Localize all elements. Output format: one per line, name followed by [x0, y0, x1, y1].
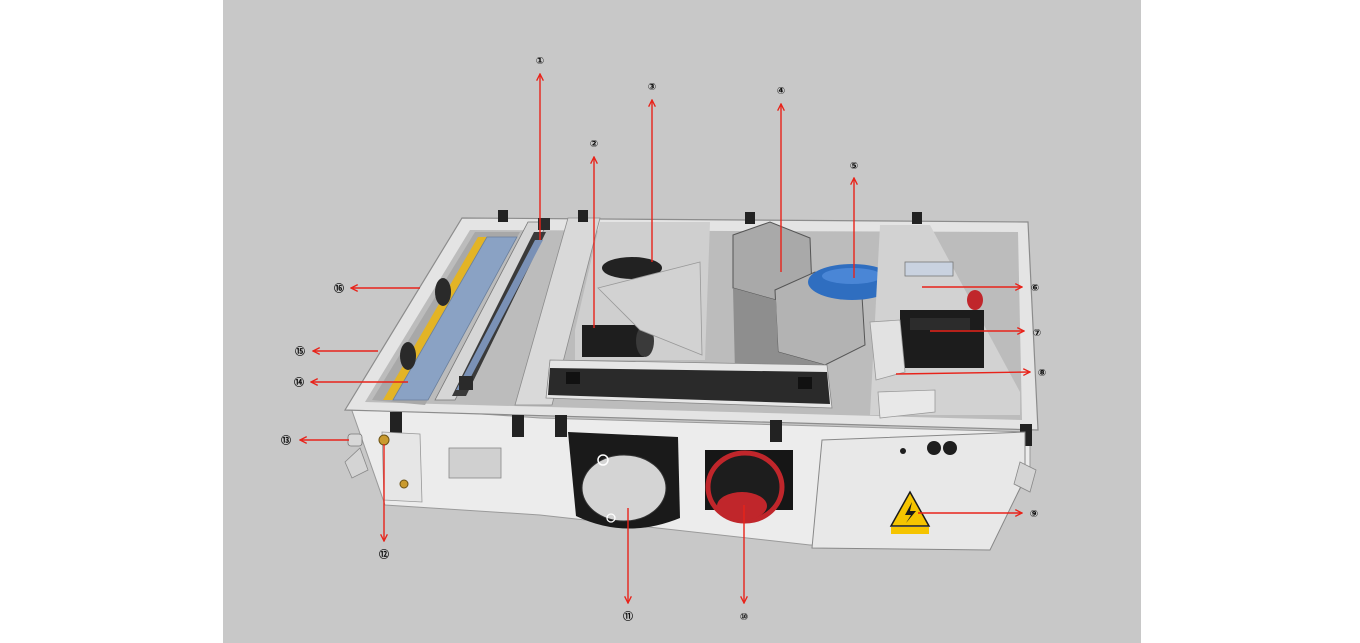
upper-duct-ring — [602, 257, 662, 279]
duct-collar-opening — [581, 454, 667, 522]
brass-fitting — [399, 479, 409, 489]
recycle-icon — [597, 454, 609, 466]
callout-label-14: ⑭ — [294, 376, 304, 389]
drain-port — [347, 433, 363, 447]
front-ledge-dark — [548, 368, 830, 404]
nameplate — [448, 447, 502, 479]
indicator-panel — [904, 261, 954, 277]
filter-clip-top — [538, 218, 550, 230]
callout-arrow-8 — [895, 372, 1030, 374]
electrical-box — [811, 431, 1026, 551]
callout-label-11: ⑪ — [623, 610, 633, 623]
callout-label-2: ② — [590, 139, 598, 150]
callout-labels: ① ② ③ ④ ⑤ ⑥ ⑦ ⑧ ⑨ ⑩ ⑪ ⑫ ⑬ ⑭ ⑮ ⑯ — [281, 56, 1046, 623]
side-port — [435, 278, 451, 306]
mount-clip — [912, 212, 922, 224]
high-voltage-warning-icon — [889, 490, 931, 534]
module-bracket — [877, 389, 936, 419]
mount-clip — [578, 210, 588, 222]
duct-collar-red-inner — [717, 492, 767, 520]
ledge-clip — [798, 377, 812, 389]
callout-label-16: ⑯ — [334, 282, 344, 295]
filter-clip — [459, 376, 473, 390]
deflector-plate — [597, 261, 703, 356]
mount-clip — [745, 212, 755, 224]
filter-strip-blue — [456, 240, 543, 390]
callout-label-5: ⑤ — [850, 161, 858, 172]
mount-foot — [344, 447, 369, 479]
callout-label-8: ⑧ — [1038, 368, 1046, 379]
callout-label-10: ⑩ — [740, 612, 748, 623]
mount-clip — [390, 412, 402, 434]
callout-arrows — [300, 74, 1030, 603]
control-module-top — [910, 318, 970, 330]
recycle-icon — [606, 513, 616, 523]
fan-hub — [822, 268, 882, 284]
callout-label-15: ⑮ — [295, 345, 305, 358]
callout-label-13: ⑬ — [281, 434, 291, 447]
ledge-clip — [566, 372, 580, 384]
callout-label-7: ⑦ — [1033, 328, 1041, 339]
cable-gland — [943, 441, 957, 455]
callout-label-9: ⑨ — [1030, 509, 1038, 520]
mount-foot — [1013, 461, 1037, 493]
callout-label-1: ① — [536, 56, 544, 67]
callout-label-3: ③ — [648, 82, 656, 93]
heat-exchanger-base — [733, 288, 826, 372]
mount-clip — [555, 415, 567, 437]
mount-clip — [512, 415, 524, 437]
cable-gland — [927, 441, 941, 455]
right-port — [967, 290, 983, 310]
ventilation-unit — [343, 210, 1039, 551]
lower-duct — [582, 325, 644, 357]
mount-clip — [498, 210, 508, 222]
mount-clip — [770, 420, 782, 442]
brass-fitting — [378, 434, 390, 446]
callout-label-12: ⑫ — [379, 548, 389, 561]
callout-label-6: ⑥ — [1031, 283, 1039, 294]
module-mount — [869, 319, 906, 381]
divider-wall — [514, 217, 601, 406]
callout-label-4: ④ — [777, 86, 785, 97]
side-port — [400, 342, 416, 370]
cable-gland — [900, 448, 906, 454]
filter-element-blue — [392, 236, 518, 401]
